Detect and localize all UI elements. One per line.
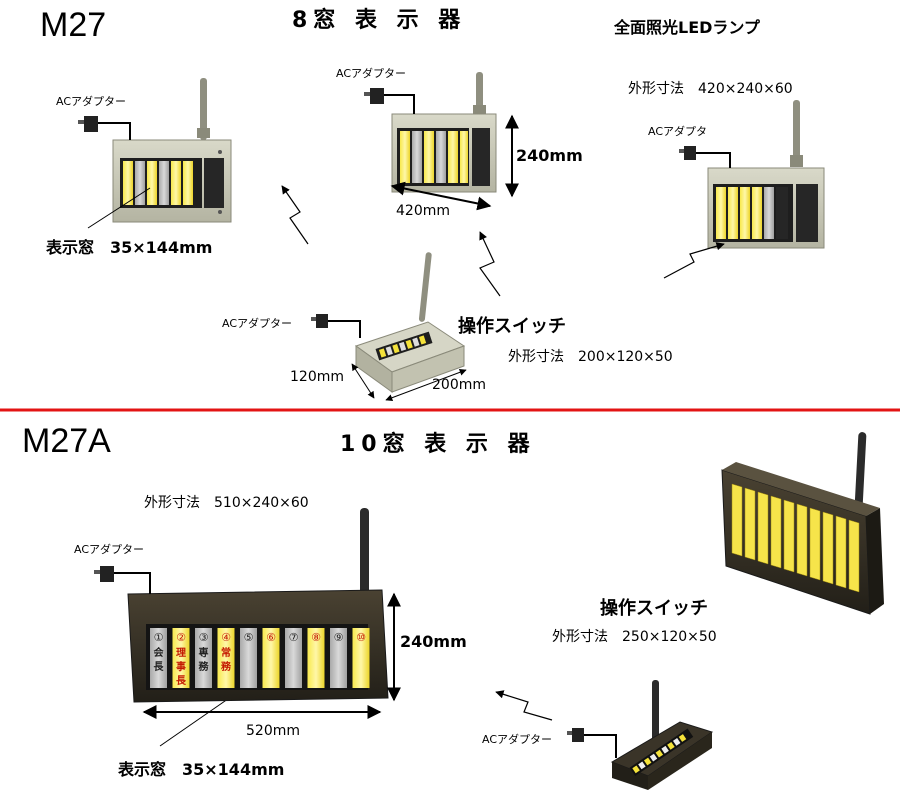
window-character: 会 xyxy=(154,646,164,659)
display-window xyxy=(240,628,257,688)
display-window xyxy=(285,628,302,688)
angled-display-window xyxy=(731,483,743,557)
antenna-icon xyxy=(652,680,659,750)
m27a-ac-label-2: ACアダプター xyxy=(482,733,553,746)
m27a-outer-dims: 外形寸法 510×240×60 xyxy=(144,495,309,511)
m27-switch-title: 操作スイッチ xyxy=(458,316,566,337)
display-window xyxy=(150,628,167,688)
display-window xyxy=(262,628,280,688)
display-window xyxy=(172,628,190,688)
window-character: 理 xyxy=(176,647,186,659)
m27a-width-label: 520mm xyxy=(246,723,300,739)
window-number: ① xyxy=(154,631,164,644)
m27a-height-label: 240mm xyxy=(400,632,467,651)
m27-window-size: 表示窓 35×144mm xyxy=(46,238,213,257)
angled-display-window xyxy=(835,515,847,589)
m27a-display-angled xyxy=(721,432,884,615)
m27-switch-width: 200mm xyxy=(432,377,486,393)
m27-led-label: 全面照光LEDランプ xyxy=(614,18,760,37)
m27a-switch-title: 操作スイッチ xyxy=(600,598,708,619)
angled-display-window xyxy=(796,503,808,577)
ac-adapter-icon xyxy=(679,146,731,168)
angled-display-window xyxy=(822,511,834,585)
dimension-arrow-icon xyxy=(390,181,492,211)
m27-display-left xyxy=(112,78,232,223)
wireless-signal-icon xyxy=(663,242,725,279)
window-number: ④ xyxy=(221,631,231,644)
m27-ac-label-3: ACアダプタ xyxy=(648,125,708,138)
m27-ac-label-1: ACアダプター xyxy=(56,95,127,108)
m27-outer-dims: 外形寸法 420×240×60 xyxy=(628,81,793,97)
m27a-window-size: 表示窓 35×144mm xyxy=(118,760,285,779)
dimension-arrow-icon xyxy=(351,363,375,399)
m27a-ac-label-1: ACアダプター xyxy=(74,543,145,556)
window-number: ② xyxy=(176,631,186,644)
m27a-switch-dims: 外形寸法 250×120×50 xyxy=(552,629,717,645)
window-number: ⑦ xyxy=(289,631,299,644)
window-character: 務 xyxy=(199,660,210,673)
ac-adapter-icon xyxy=(311,314,361,338)
window-number: ⑤ xyxy=(244,631,254,644)
window-number: ⑥ xyxy=(266,631,276,644)
window-character: 長 xyxy=(176,675,187,687)
window-number: ⑧ xyxy=(311,631,321,644)
ac-adapter-icon xyxy=(364,88,415,114)
display-window xyxy=(195,628,212,688)
dimension-arrow-icon xyxy=(385,368,467,402)
window-character: 長 xyxy=(154,661,165,673)
ac-adapter-icon xyxy=(567,728,617,758)
ac-adapter-icon xyxy=(78,116,131,140)
m27-switch-console xyxy=(354,252,466,393)
angled-display-window xyxy=(848,519,860,593)
window-number: ③ xyxy=(199,631,209,644)
display-window xyxy=(217,628,235,688)
window-number: ⑩ xyxy=(356,631,366,644)
display-window xyxy=(352,628,370,688)
display-window xyxy=(307,628,325,688)
wireless-signal-icon xyxy=(281,185,309,245)
wireless-signal-icon xyxy=(479,231,501,297)
m27a-model-heading: M27A xyxy=(22,422,111,460)
m27-switch-depth: 120mm xyxy=(290,369,344,385)
angled-display-window xyxy=(783,499,795,573)
m27-ac-label-2: ACアダプター xyxy=(336,67,407,80)
m27-title: 8窓 表 示 器 xyxy=(292,8,467,33)
angled-display-window xyxy=(757,491,769,565)
window-character: 常 xyxy=(221,646,231,659)
m27-width-label: 420mm xyxy=(396,203,450,219)
antenna-icon xyxy=(360,508,369,594)
angled-display-window xyxy=(770,495,782,569)
antenna-icon xyxy=(418,252,432,322)
angled-display-window xyxy=(744,487,756,561)
angled-display-window xyxy=(809,507,821,581)
window-character: 専 xyxy=(199,646,209,659)
antenna-icon xyxy=(200,78,207,140)
window-number: ⑨ xyxy=(334,631,344,644)
window-character: 務 xyxy=(221,660,232,673)
m27-switch-dims: 外形寸法 200×120×50 xyxy=(508,349,673,365)
m27-model-heading: M27 xyxy=(40,6,107,44)
m27a-switch-console xyxy=(610,680,714,790)
ac-adapter-icon xyxy=(94,566,151,594)
antenna-icon xyxy=(476,72,483,114)
display-window xyxy=(330,628,347,688)
m27a-title: 10窓 表 示 器 xyxy=(340,432,536,457)
m27-ac-label-4: ACアダプター xyxy=(222,317,293,330)
m27-display-right xyxy=(707,100,825,249)
wireless-signal-icon xyxy=(495,690,553,721)
antenna-icon xyxy=(793,100,800,166)
window-character: 事 xyxy=(176,660,186,673)
m27-height-label: 240mm xyxy=(516,146,583,165)
m27-display-center xyxy=(391,72,497,193)
